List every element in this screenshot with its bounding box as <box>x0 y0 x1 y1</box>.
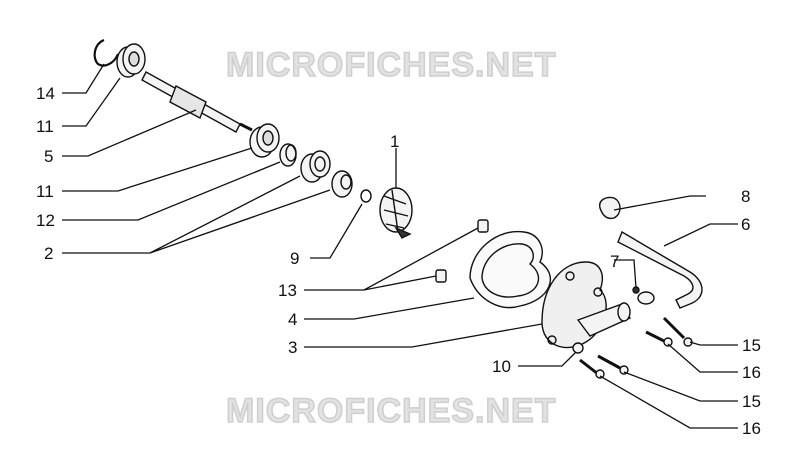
callout-1: 1 <box>390 132 400 151</box>
callout-4: 4 <box>288 310 298 329</box>
leader-lines <box>62 63 738 429</box>
callout-16-lower: 16 <box>742 419 761 438</box>
bearing-lower-part <box>249 123 280 158</box>
gasket-part <box>469 230 551 309</box>
callout-11-top: 11 <box>36 117 54 136</box>
callout-6: 6 <box>741 215 751 234</box>
bearing-top-part <box>116 43 146 78</box>
seal-pair-part <box>300 150 353 198</box>
dowel-pins-part <box>435 219 489 283</box>
callout-5: 5 <box>44 147 54 166</box>
callout-2: 2 <box>44 244 54 263</box>
impeller-part <box>379 187 413 239</box>
nut-part <box>572 342 584 354</box>
clamp-hose-part <box>599 196 621 220</box>
callout-15-lower: 15 <box>742 392 761 411</box>
callout-16-upper: 16 <box>742 363 761 382</box>
callout-3: 3 <box>288 338 298 357</box>
callout-9: 9 <box>290 249 300 268</box>
callout-11-lower: 11 <box>36 182 54 201</box>
washer-part <box>360 189 372 203</box>
clamp-small-part <box>632 286 655 305</box>
pump-cover-part <box>541 261 631 349</box>
hose-part <box>617 230 703 309</box>
callout-15-upper: 15 <box>742 336 761 355</box>
bolts-part <box>579 316 693 379</box>
callout-14: 14 <box>36 84 55 103</box>
callout-7: 7 <box>610 252 620 271</box>
seal-part <box>279 143 297 167</box>
callout-12: 12 <box>36 211 55 230</box>
callout-13: 13 <box>278 281 297 300</box>
shaft-part <box>141 71 253 133</box>
watermark-bottom: MICROFICHES.NET <box>225 391 557 431</box>
circlip-part <box>93 38 120 67</box>
watermark-top: MICROFICHES.NET <box>225 45 557 85</box>
callout-8: 8 <box>741 187 751 206</box>
callout-10: 10 <box>492 357 511 376</box>
